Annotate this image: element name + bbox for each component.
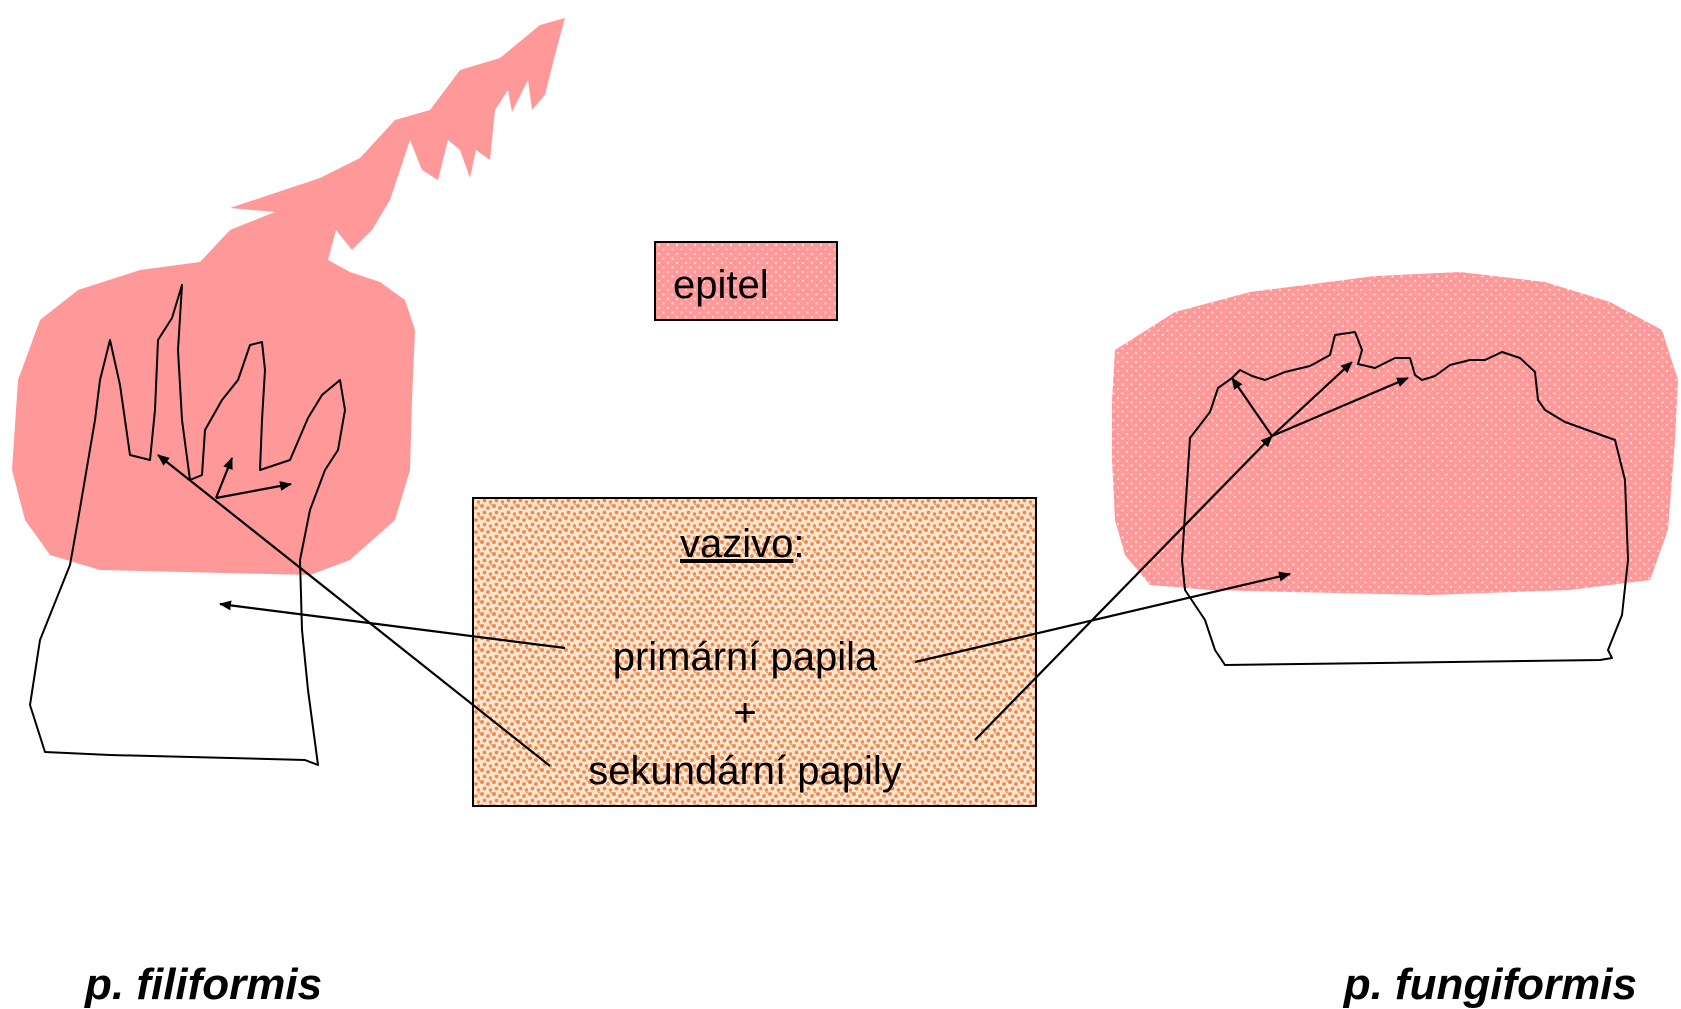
arrow-fungiformis-branch-2 bbox=[1271, 361, 1353, 437]
caption-filiformis: p. filiformis bbox=[84, 960, 322, 1009]
arrow-secondary-to-filiformis bbox=[157, 454, 551, 767]
filiformis-epitel bbox=[12, 18, 565, 575]
epitel-legend: epitel bbox=[654, 241, 838, 321]
filiformis-papilla bbox=[12, 18, 565, 766]
vazivo-legend-box bbox=[472, 497, 1037, 807]
arrow-primary-to-filiformis bbox=[219, 600, 566, 650]
vazivo-title-colon: : bbox=[793, 522, 804, 566]
arrow-fungiformis-branch-1 bbox=[1231, 377, 1273, 437]
arrow-primary-to-fungiformis bbox=[914, 571, 1291, 664]
caption-fungiformis: p. fungiformis bbox=[1343, 960, 1637, 1009]
filiformis-vazivo bbox=[29, 284, 346, 766]
pointer-arrows bbox=[157, 361, 1409, 767]
fungiformis-papilla bbox=[1112, 272, 1678, 666]
arrow-fungiformis-branch-3 bbox=[1271, 376, 1409, 438]
arrow-filiformis-branch-up bbox=[214, 457, 234, 499]
vazivo-title-word: vazivo bbox=[680, 522, 793, 566]
arrow-secondary-to-fungiformis bbox=[974, 435, 1273, 741]
secondary-papillae-label: sekundární papily bbox=[588, 749, 902, 793]
vazivo-legend: vazivo: primární papila + sekundární pap… bbox=[472, 497, 1037, 807]
arrow-filiformis-branch-right bbox=[215, 481, 292, 500]
plus-sign: + bbox=[733, 691, 756, 735]
epitel-label: epitel bbox=[673, 263, 769, 307]
fungiformis-vazivo bbox=[1181, 331, 1629, 666]
fungiformis-epitel bbox=[1112, 272, 1678, 595]
primary-papilla-label: primární papila bbox=[613, 635, 878, 679]
vazivo-title: vazivo: bbox=[680, 522, 805, 566]
epitel-legend-box bbox=[654, 241, 838, 321]
